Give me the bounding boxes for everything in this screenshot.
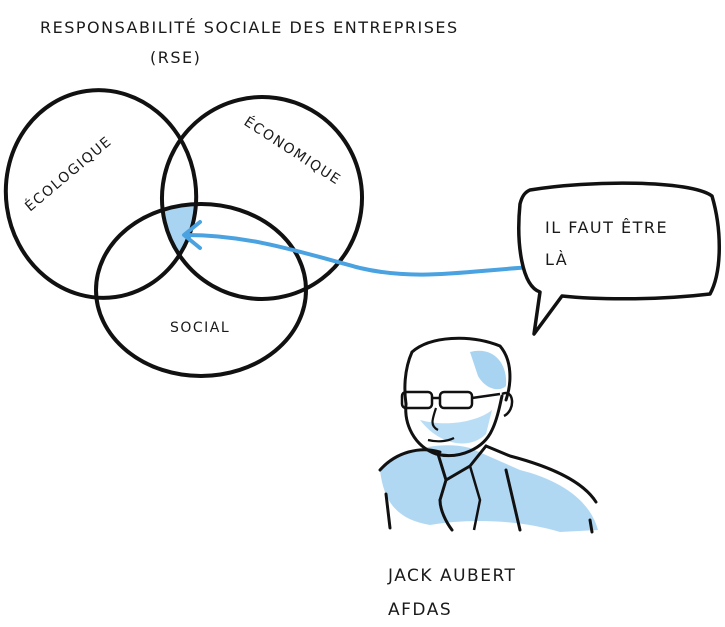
- social-label: SOCIAL: [170, 320, 230, 336]
- social-circle: [94, 202, 308, 378]
- diagram-title-acronym: (RSE): [150, 48, 202, 67]
- ecologique-circle: [3, 88, 199, 300]
- economique-circle: [159, 95, 365, 301]
- speech-bubble-text-line1: IL FAUT ÊTRE: [545, 218, 669, 237]
- diagram-title: RESPONSABILITÉ SOCIALE DES ENTREPRISES: [40, 18, 459, 37]
- person-portrait: [378, 336, 598, 534]
- person-name: JACK AUBERT: [388, 566, 517, 586]
- speech-bubble: [517, 181, 722, 336]
- ecologique-label: ÉCOLOGIQUE: [22, 133, 116, 215]
- arrow-head: [182, 220, 202, 250]
- pointer-arrow: [182, 220, 550, 277]
- person-organization: AFDAS: [388, 600, 453, 620]
- speech-bubble-text-line2: LÀ: [545, 250, 569, 269]
